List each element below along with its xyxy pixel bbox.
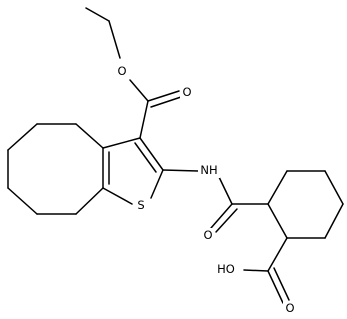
bond-thio-c3-c2-b xyxy=(134,142,157,173)
bond-thio-c2-s xyxy=(150,169,164,199)
atom-sulfur: S xyxy=(137,198,144,212)
bond-ethyl-1 xyxy=(85,7,110,22)
bond-oct-5 xyxy=(7,187,38,215)
bond-oct-7 xyxy=(75,187,104,215)
bond-thio-c3-c2-a xyxy=(139,137,164,171)
bond-amide-co-a xyxy=(210,203,233,229)
bond-ester-carbonyl-a xyxy=(147,90,180,102)
atom-acid-carbonyl-oxygen: O xyxy=(285,301,294,315)
bond-oct-1 xyxy=(75,123,104,149)
bond-oct-3 xyxy=(7,123,38,151)
bonds xyxy=(7,7,344,304)
bond-ethyl-2 xyxy=(108,20,121,59)
atom-amide-oxygen: O xyxy=(203,228,212,242)
bond-c2-nh xyxy=(162,169,199,172)
bond-ester-carbonyl-b xyxy=(150,96,182,108)
bond-acid-co-a xyxy=(267,270,284,304)
bond-ester-ring xyxy=(139,100,149,139)
bond-thio-s-c8a xyxy=(102,187,133,205)
atom-ester-oxygen: O xyxy=(117,64,126,78)
bond-ester-o-c xyxy=(129,79,149,102)
atom-ester-carbonyl-oxygen: O xyxy=(182,85,191,99)
bond-acid-ring xyxy=(267,237,288,272)
bond-hex-3 xyxy=(324,170,344,205)
atom-labels: O O NH S O HO O xyxy=(115,63,297,316)
bond-thio-c3-c3a xyxy=(102,137,141,149)
bond-amide-co-b xyxy=(215,208,238,233)
bond-hex-4 xyxy=(324,203,344,239)
bond-acid-oh xyxy=(243,269,269,272)
bond-hex-6 xyxy=(267,203,288,239)
bond-hex-1 xyxy=(267,170,288,205)
bond-nh-carbonyl xyxy=(218,176,233,205)
bond-acid-co-b xyxy=(273,267,290,301)
atom-nh: NH xyxy=(200,163,217,177)
atom-acid-hydroxyl: HO xyxy=(217,262,235,276)
